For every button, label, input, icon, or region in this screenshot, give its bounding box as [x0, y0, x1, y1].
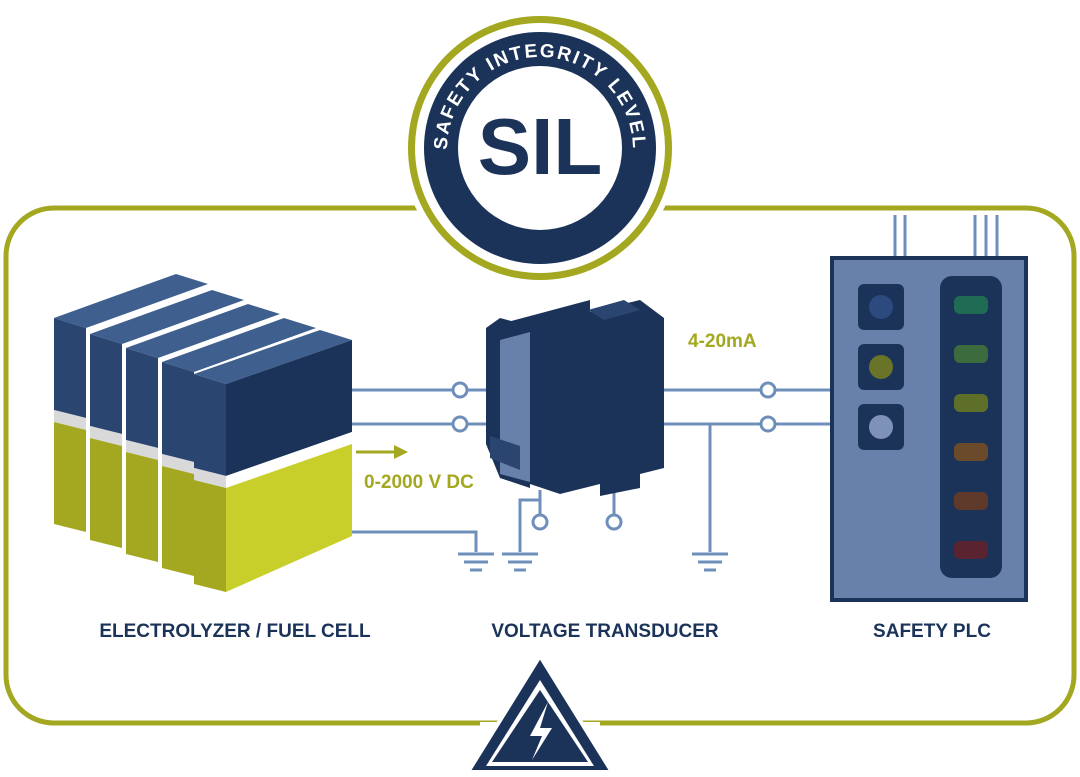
- plc-button-light: [869, 355, 893, 379]
- ground-symbol-icon: [692, 552, 728, 572]
- plc-status-led: [954, 541, 988, 559]
- plc-button-light: [869, 415, 893, 439]
- wire-electrolyzer-ground: [350, 530, 478, 552]
- electrolyzer-stack: [54, 274, 352, 592]
- electrolyzer-cell: [54, 274, 208, 532]
- terminal-pin-a: [531, 513, 549, 531]
- voltage-arrow-icon: [356, 445, 408, 459]
- electrolyzer-cell: [90, 290, 244, 548]
- ground-symbol-icon: [458, 552, 494, 572]
- wire-transducer-ground: [518, 498, 540, 552]
- transducer-label: VOLTAGE TRANSDUCER: [491, 621, 719, 642]
- safety-plc: [830, 256, 1028, 602]
- plc-status-led: [954, 492, 988, 510]
- electrolyzer-cell-front: [194, 330, 352, 592]
- terminal-out-2: [759, 415, 777, 433]
- plc-button-group: [858, 284, 904, 450]
- sil-badge-icon: SAFETY INTEGRITY LEVEL SIL: [402, 10, 678, 286]
- voltage-transducer: [486, 300, 664, 496]
- terminal-in-1: [451, 381, 469, 399]
- plc-status-led: [954, 394, 988, 412]
- plc-status-led: [954, 443, 988, 461]
- plc-status-led: [954, 345, 988, 363]
- terminal-out-1: [759, 381, 777, 399]
- badge-center-text: SIL: [478, 102, 602, 191]
- plc-led-panel: [940, 276, 1002, 578]
- terminal-in-2: [451, 415, 469, 433]
- input-voltage-label: 0-2000 V DC: [364, 472, 474, 493]
- electrolyzer-cell: [162, 318, 316, 576]
- ground-symbol-icon: [502, 552, 538, 572]
- output-current-label: 4-20mA: [688, 331, 757, 352]
- plc-led-group: [954, 296, 988, 559]
- terminal-pin-b: [605, 513, 623, 531]
- plc-status-led: [954, 296, 988, 314]
- high-voltage-warning-icon: [466, 654, 614, 774]
- plc-label: SAFETY PLC: [873, 621, 991, 642]
- electrolyzer-label: ELECTROLYZER / FUEL CELL: [99, 621, 371, 642]
- plc-top-wires: [893, 215, 999, 258]
- electrolyzer-cell: [126, 304, 280, 562]
- plc-button-light: [869, 295, 893, 319]
